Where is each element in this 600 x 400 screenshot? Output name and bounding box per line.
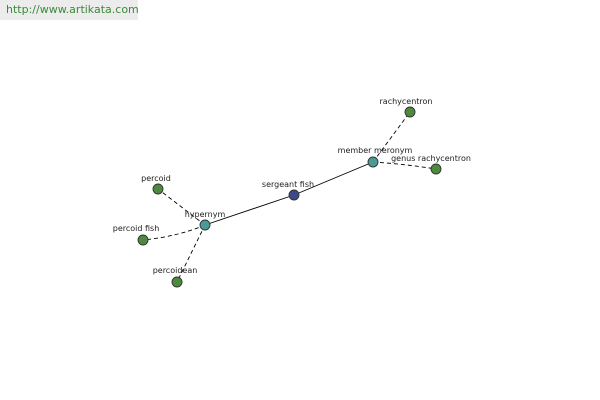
graph-edges bbox=[142, 111, 437, 283]
edge-hypernym-to-percoid bbox=[157, 188, 206, 226]
site-link[interactable]: http://www.artikata.com bbox=[0, 0, 139, 20]
edge-hypernym-to-percoidean bbox=[176, 224, 206, 283]
label-percoidean[interactable]: percoidean bbox=[153, 266, 198, 275]
node-sergeant-fish[interactable] bbox=[288, 189, 300, 201]
node-hypernym[interactable] bbox=[199, 219, 211, 231]
node-genus-rachycentron[interactable] bbox=[430, 163, 442, 175]
node-member-meronym[interactable] bbox=[367, 156, 379, 168]
node-rachycentron[interactable] bbox=[404, 106, 416, 118]
graph-labels: sergeant fish hypernym member meronym perco… bbox=[113, 97, 471, 275]
node-percoidean[interactable] bbox=[171, 276, 183, 288]
edge-member-meronym-to-rachycentron bbox=[372, 111, 411, 163]
edge-sergeant-fish-to-member-meronym bbox=[293, 161, 374, 196]
label-genus-rachycentron[interactable]: genus rachycentron bbox=[391, 154, 471, 163]
node-percoid[interactable] bbox=[152, 183, 164, 195]
graph-nodes bbox=[137, 106, 442, 288]
label-percoid[interactable]: percoid bbox=[141, 174, 171, 183]
label-sergeant-fish[interactable]: sergeant fish bbox=[262, 180, 314, 189]
label-hypernym[interactable]: hypernym bbox=[185, 210, 226, 219]
node-percoid-fish[interactable] bbox=[137, 234, 149, 246]
edge-member-meronym-to-genus-rachycentron bbox=[372, 161, 437, 170]
label-rachycentron[interactable]: rachycentron bbox=[380, 97, 433, 106]
edge-hypernym-to-percoid-fish bbox=[142, 224, 206, 241]
edge-sergeant-fish-to-hypernym bbox=[204, 194, 295, 226]
label-percoid-fish[interactable]: percoid fish bbox=[113, 224, 160, 233]
label-member-meronym[interactable]: member meronym bbox=[338, 146, 413, 155]
